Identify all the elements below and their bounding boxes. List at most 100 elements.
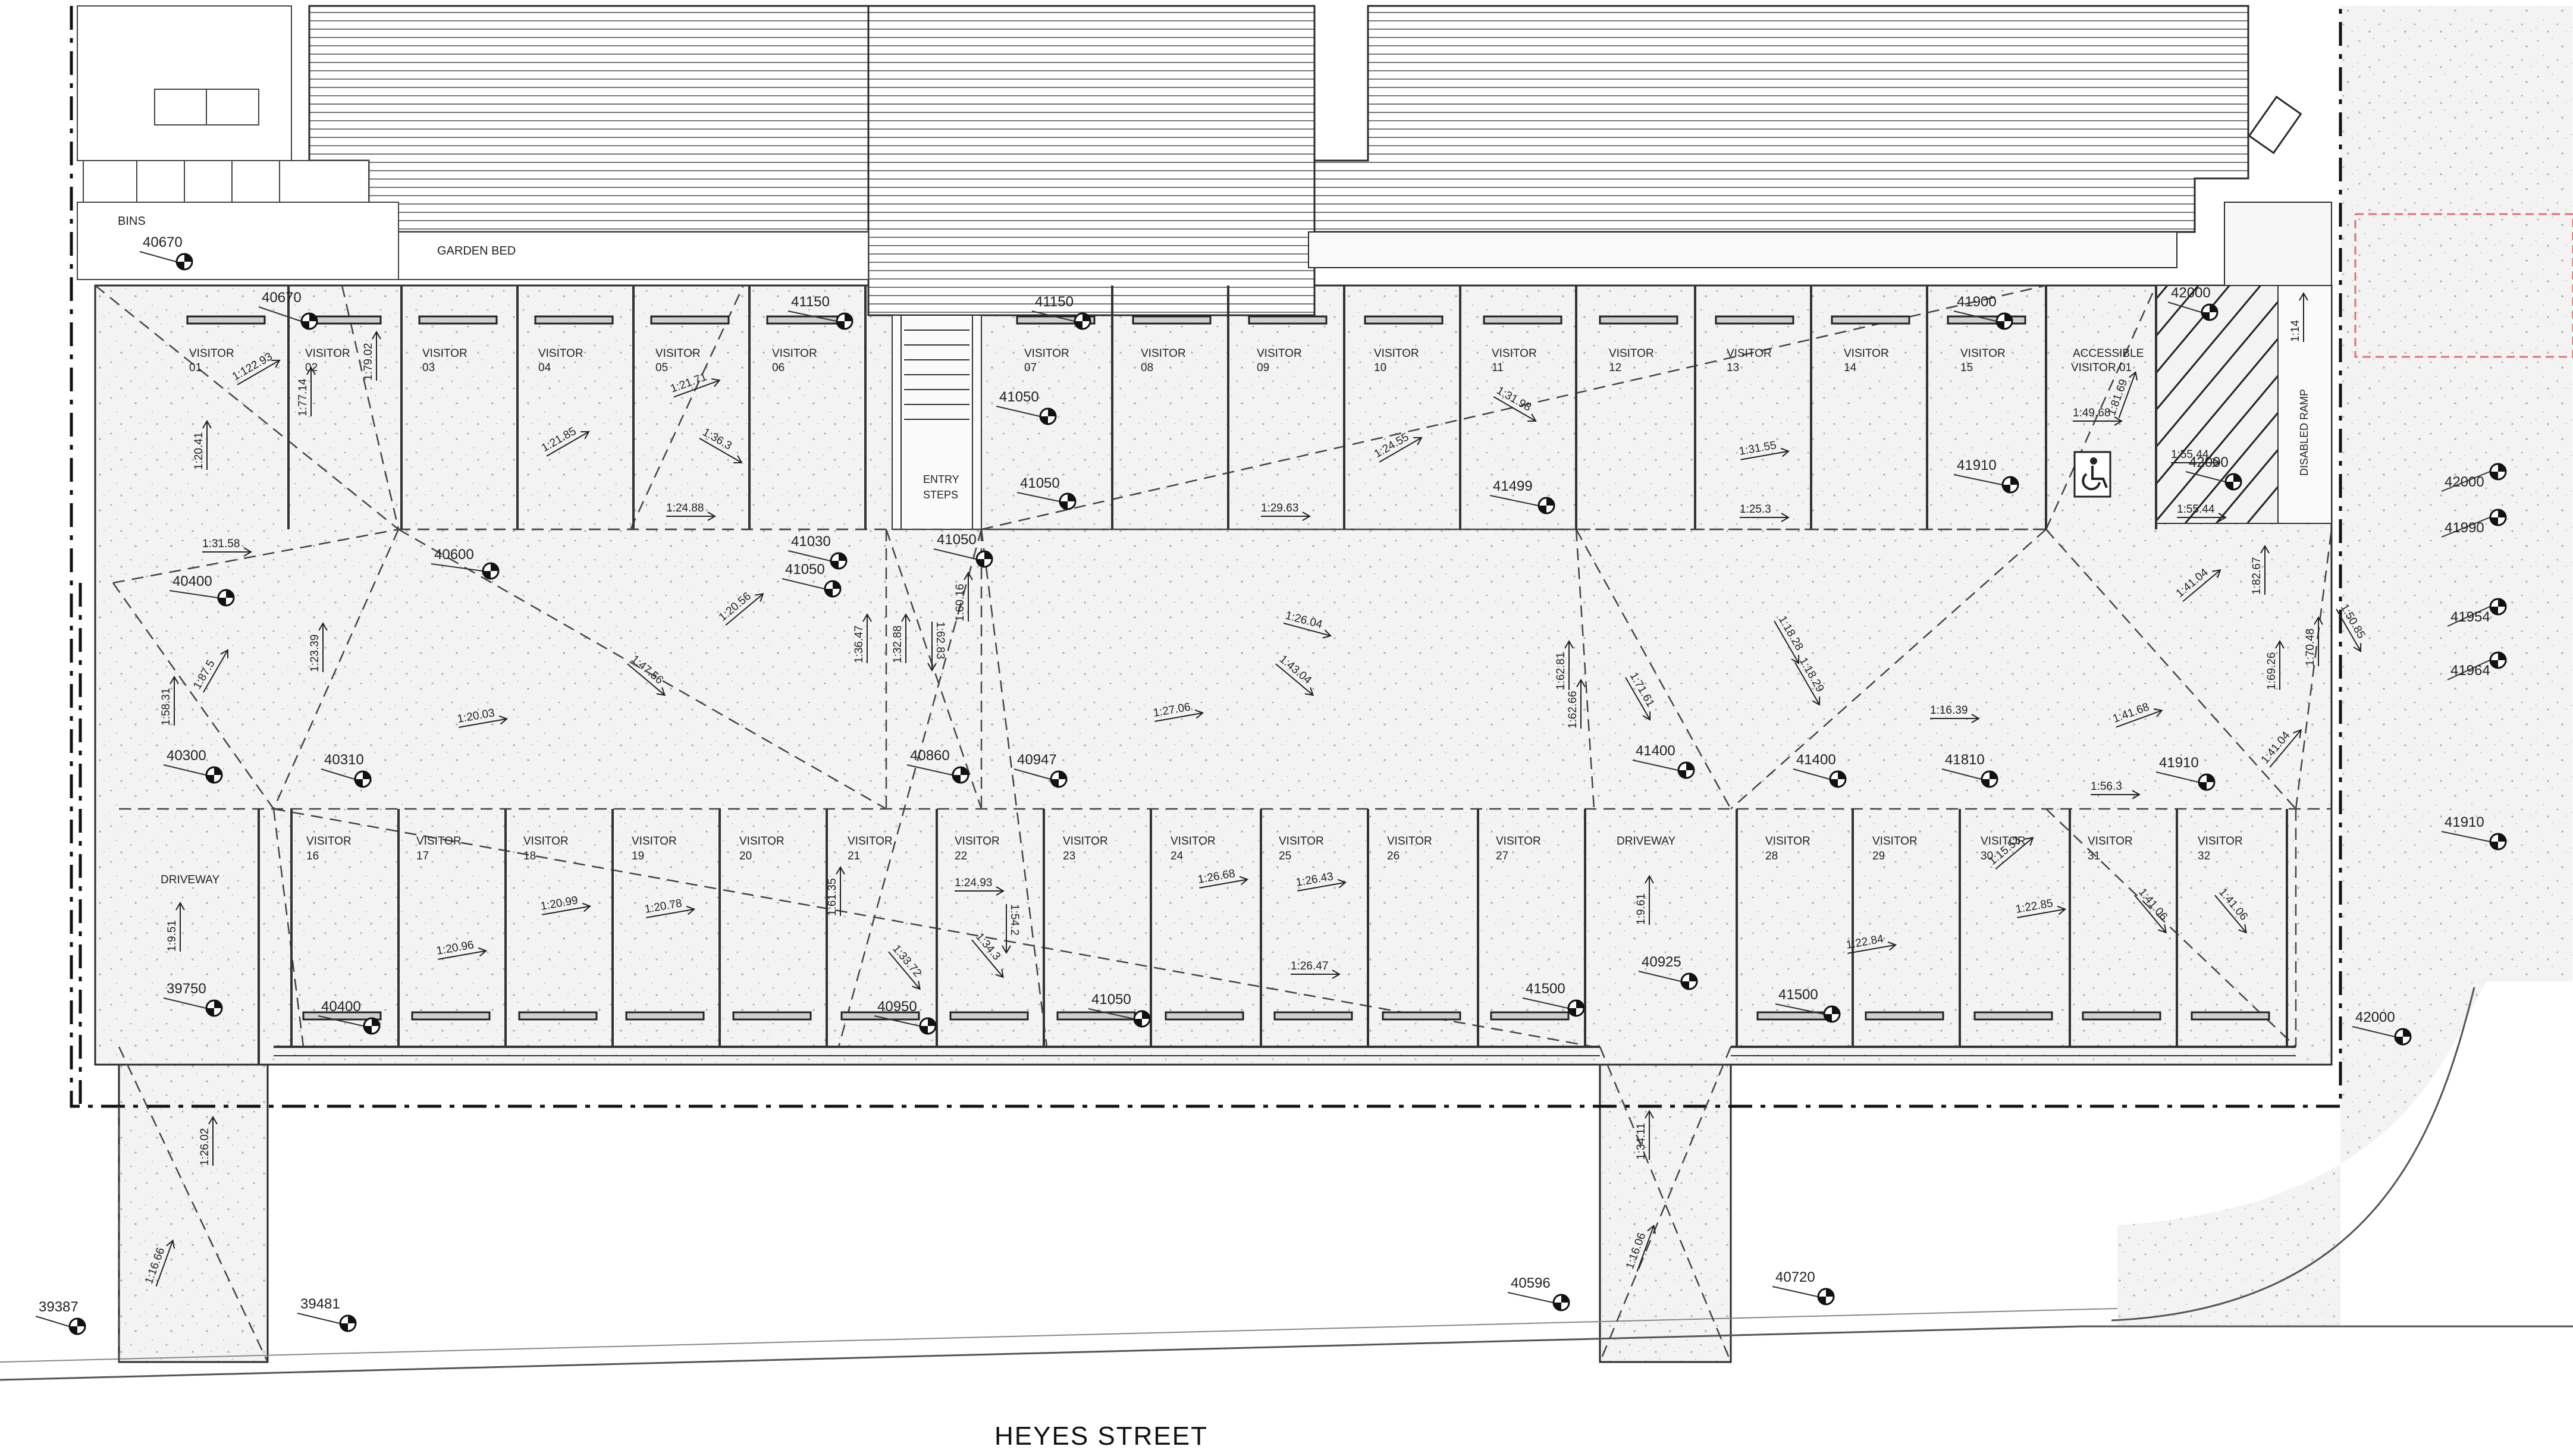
level-value: 40947 bbox=[1017, 752, 1057, 768]
level-value: 40950 bbox=[877, 999, 917, 1015]
level-value: 40310 bbox=[324, 752, 364, 768]
slope-value: 1:62.66 bbox=[1567, 691, 1579, 729]
svg-text:31: 31 bbox=[2088, 850, 2100, 862]
level-value: 42000 bbox=[2355, 1009, 2395, 1025]
level-marker-icon: 42000 bbox=[2352, 1009, 2412, 1046]
slope-value: 1:20.41 bbox=[193, 432, 205, 470]
level-value: 40596 bbox=[1511, 1275, 1551, 1291]
paving bbox=[0, 6, 2573, 1381]
slope-value: 1:56.3 bbox=[2091, 780, 2122, 793]
level-marker-icon: 41500 bbox=[1522, 981, 1585, 1017]
level-value: 40860 bbox=[910, 748, 950, 764]
accessible-bay-label: ACCESSIBLE bbox=[2073, 347, 2144, 360]
fall-lines bbox=[95, 284, 2333, 1363]
slope-arrow-icon: 1:14 bbox=[2289, 292, 2308, 342]
slope-arrow-icon: 1:79.02 bbox=[362, 331, 381, 381]
level-value: 40600 bbox=[434, 547, 474, 563]
slope-value: 1:26.47 bbox=[1291, 960, 1328, 972]
slope-arrow-icon: 1:55.44 bbox=[2177, 503, 2227, 522]
level-marker-icon: 40947 bbox=[1013, 752, 1068, 788]
level-value: 41050 bbox=[999, 389, 1039, 405]
garden-bed-label: GARDEN BED bbox=[437, 244, 516, 258]
slope-value: 1:31.58 bbox=[202, 538, 240, 550]
bay-label-21: VISITOR bbox=[848, 835, 893, 848]
slope-value: 1:16.39 bbox=[1930, 704, 1968, 717]
level-marker-icon: 40596 bbox=[1507, 1275, 1570, 1311]
building-roofs bbox=[308, 5, 2332, 524]
entry-steps-label-2: STEPS bbox=[923, 489, 958, 501]
level-marker-icon: 40670 bbox=[139, 234, 193, 271]
level-value: 41910 bbox=[1957, 457, 1997, 473]
level-marker-icon: 40860 bbox=[906, 748, 969, 784]
level-value: 41964 bbox=[2450, 663, 2490, 679]
bay-label-27: VISITOR bbox=[1496, 835, 1541, 848]
level-value: 42000 bbox=[2171, 285, 2211, 301]
slope-value: 1:29.63 bbox=[1261, 502, 1298, 514]
svg-text:23: 23 bbox=[1063, 850, 1075, 862]
level-marker-icon: 40670 bbox=[258, 290, 318, 330]
level-value: 41500 bbox=[1778, 987, 1818, 1003]
level-value: 40400 bbox=[321, 999, 361, 1015]
slope-value: 1:77.14 bbox=[297, 378, 309, 416]
level-marker-icon: 41810 bbox=[1941, 752, 1998, 788]
level-marker-icon: 40720 bbox=[1772, 1269, 1835, 1306]
bay-label-31: VISITOR bbox=[2088, 835, 2133, 848]
svg-text:30: 30 bbox=[1981, 850, 1993, 862]
level-value: 41990 bbox=[2445, 520, 2484, 536]
slope-arrow-icon: 1:60.16 bbox=[954, 572, 973, 622]
slope-arrow-icon: 1:62.81 bbox=[1555, 640, 1574, 690]
bay-label-14: VISITOR bbox=[1844, 347, 1889, 360]
level-marker-icon: 41050 bbox=[782, 561, 842, 598]
level-marker-icon: 39481 bbox=[297, 1296, 357, 1332]
slope-value: 1:32.88 bbox=[892, 626, 904, 663]
svg-text:12: 12 bbox=[1609, 362, 1621, 374]
bay-label-29: VISITOR bbox=[1872, 835, 1918, 848]
level-value: 40925 bbox=[1642, 954, 1681, 970]
bay-label-06: VISITOR bbox=[772, 347, 817, 360]
slope-arrow-icon: 1:58.31 bbox=[160, 676, 179, 726]
slope-arrow-icon: 1:55.44 bbox=[2171, 448, 2221, 467]
level-value: 40670 bbox=[262, 290, 302, 306]
driveway-label-right: DRIVEWAY bbox=[1617, 835, 1676, 848]
disabled-ramp-label: DISABLED RAMP bbox=[2298, 389, 2310, 476]
level-value: 39387 bbox=[39, 1299, 79, 1315]
slope-arrow-icon: 1:26.02 bbox=[199, 1116, 218, 1166]
slope-value: 1:25.3 bbox=[1740, 503, 1771, 516]
level-marker-icon: 39387 bbox=[35, 1299, 86, 1335]
slope-arrow-icon: 1:70.48 bbox=[2304, 616, 2323, 666]
slope-value: 1:61.35 bbox=[826, 878, 839, 916]
slope-arrow-icon: 1:62.83 bbox=[927, 622, 946, 671]
bins-garden-area bbox=[77, 5, 869, 280]
level-value: 41954 bbox=[2450, 609, 2490, 625]
level-value: 41900 bbox=[1957, 294, 1997, 310]
level-value: 41500 bbox=[1526, 981, 1565, 997]
level-marker-icon: 41400 bbox=[1632, 743, 1695, 779]
svg-text:21: 21 bbox=[848, 850, 860, 862]
slope-value: 1:24.88 bbox=[666, 502, 704, 514]
bay-label-18: VISITOR bbox=[523, 835, 569, 848]
slope-value: 1:79.02 bbox=[362, 343, 375, 381]
red-boundary bbox=[2354, 213, 2573, 358]
level-marker-icon: 40600 bbox=[431, 547, 500, 580]
svg-text:06: 06 bbox=[772, 362, 785, 374]
level-marker-icon: 41910 bbox=[1953, 457, 2019, 494]
level-value: 41810 bbox=[1945, 752, 1985, 768]
svg-text:08: 08 bbox=[1141, 362, 1153, 374]
level-value: 41050 bbox=[937, 532, 977, 548]
svg-text:19: 19 bbox=[632, 850, 644, 862]
level-marker-icon: 41400 bbox=[1793, 752, 1847, 788]
bay-label-26: VISITOR bbox=[1387, 835, 1432, 848]
slope-value: 1:49.68 bbox=[2073, 407, 2110, 419]
svg-text:14: 14 bbox=[1844, 362, 1857, 374]
slope-value: 1:58.31 bbox=[160, 688, 172, 726]
svg-text:VISITOR 01: VISITOR 01 bbox=[2071, 362, 2132, 374]
slope-arrow-icon: 1:9.51 bbox=[166, 902, 185, 952]
slope-value: 1:36.47 bbox=[853, 626, 865, 663]
slope-value: 1:26.02 bbox=[199, 1128, 211, 1166]
svg-text:29: 29 bbox=[1872, 850, 1885, 862]
slope-value: 1:54.2 bbox=[1008, 904, 1021, 936]
wheel-stop-icon bbox=[186, 315, 2270, 1021]
slope-arrow-icon: 1:61.35 bbox=[826, 866, 845, 916]
level-marker-icon: 41500 bbox=[1775, 987, 1841, 1023]
